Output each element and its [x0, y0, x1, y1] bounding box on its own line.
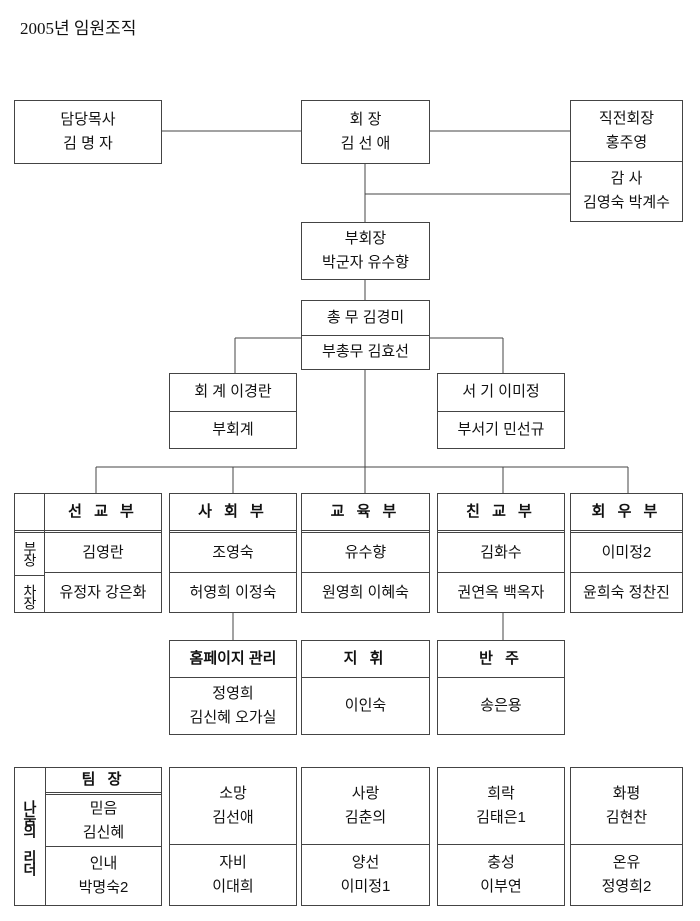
leader-name: 김신혜	[82, 823, 125, 841]
leader-name: 박명숙2	[78, 879, 129, 896]
dept-name: 회 우 부	[591, 503, 662, 520]
leaders-label: 나눔의 리더	[22, 799, 38, 874]
leader-name: 김태은1	[476, 809, 526, 826]
leader-name: 이대희	[212, 878, 254, 895]
dept-deputy: 원영희 이혜숙	[302, 572, 429, 612]
auditor-role: 감 사	[610, 170, 643, 188]
team-name: 믿음	[89, 799, 118, 817]
accounting-line2: 부회계	[170, 410, 296, 449]
team-leader-label: 팀 장	[81, 771, 126, 788]
team-name: 희락	[487, 785, 515, 802]
dept-head: 김영란	[45, 530, 161, 572]
team-name: 사랑	[351, 785, 380, 802]
team-name: 자비	[219, 854, 247, 871]
sub-unit-name: 반 주	[479, 650, 523, 667]
sub-unit-name: 홈페이지 관리	[189, 650, 277, 667]
pastor-name: 김 명 자	[63, 135, 113, 152]
president-name: 김 선 애	[340, 135, 391, 152]
secretary-line1: 서 기 이미정	[462, 383, 540, 401]
team-name: 소망	[219, 785, 247, 802]
former-president-role: 직전회장	[598, 109, 655, 127]
row-label-deputy: 차장	[22, 584, 38, 608]
auditor-names: 김영숙 박계수	[583, 194, 670, 212]
team-name: 인내	[89, 855, 118, 872]
vice-president-names: 박군자 유수향	[322, 254, 409, 271]
former-president-name: 홍주영	[605, 133, 648, 151]
dept-name: 교 육 부	[330, 503, 401, 520]
dept-deputy: 권연옥 백옥자	[438, 572, 564, 612]
president-role: 회 장	[349, 111, 382, 128]
accounting-box: 회 계 이경란 부회계	[169, 373, 297, 449]
leader-name: 이미정1	[340, 878, 391, 895]
leader-name: 정영희2	[601, 878, 652, 895]
dept-deputy: 유정자 강은화	[45, 572, 161, 612]
general-affairs-box: 총 무 김경미 부총무 김효선	[301, 300, 430, 370]
leader-name: 김선애	[212, 809, 254, 826]
sub-unit-box: 반 주 송은용	[437, 640, 565, 735]
row-label-head: 부장	[22, 541, 38, 565]
team-name: 충성	[487, 854, 515, 871]
team-name: 양선	[351, 854, 380, 871]
dept-name: 친 교 부	[466, 503, 536, 520]
sub-unit-member: 송은용	[438, 677, 564, 734]
team-name: 온유	[612, 854, 641, 871]
dept-box: 선 교 부 김영란 유정자 강은화	[44, 493, 162, 613]
dept-row-label-column: 부장 차장	[14, 493, 45, 613]
pastor-role: 담당목사	[60, 111, 116, 128]
secretary-line2: 부서기 민선규	[438, 410, 564, 449]
dept-name: 선 교 부	[68, 503, 138, 520]
vice-president-role: 부회장	[344, 230, 387, 247]
chart-title: 2005년 임원조직	[20, 19, 137, 38]
team-name: 화평	[612, 785, 641, 802]
dept-box: 사 회 부 조영숙 허영희 이정숙	[169, 493, 297, 613]
sub-unit-member: 이인숙	[302, 677, 429, 734]
dept-head: 이미정2	[571, 530, 682, 572]
sub-unit-member: 정영희	[212, 685, 254, 702]
dept-box: 교 육 부 유수향 원영희 이혜숙	[301, 493, 430, 613]
leader-name: 이부연	[480, 878, 522, 895]
dept-head: 조영숙	[170, 530, 296, 572]
general-affairs-line1: 총 무 김경미	[326, 308, 405, 326]
dept-deputy: 허영희 이정숙	[170, 572, 296, 612]
dept-box: 회 우 부 이미정2 윤희숙 정찬진	[570, 493, 683, 613]
leader-name: 김현찬	[605, 809, 648, 826]
sub-unit-member: 김신혜 오가실	[189, 709, 277, 726]
general-affairs-line2: 부총무 김효선	[302, 334, 429, 370]
dept-head: 김화수	[438, 530, 564, 572]
dept-deputy: 윤희숙 정찬진	[571, 572, 682, 612]
dept-box: 친 교 부 김화수 권연옥 백옥자	[437, 493, 565, 613]
dept-name: 사 회 부	[198, 503, 268, 520]
dept-head: 유수향	[302, 530, 429, 572]
sub-unit-name: 지 휘	[343, 650, 388, 667]
sub-unit-box: 지 휘 이인숙	[301, 640, 430, 735]
leader-name: 김춘의	[344, 809, 387, 826]
secretary-box: 서 기 이미정 부서기 민선규	[437, 373, 565, 449]
accounting-line1: 회 계 이경란	[194, 383, 272, 401]
